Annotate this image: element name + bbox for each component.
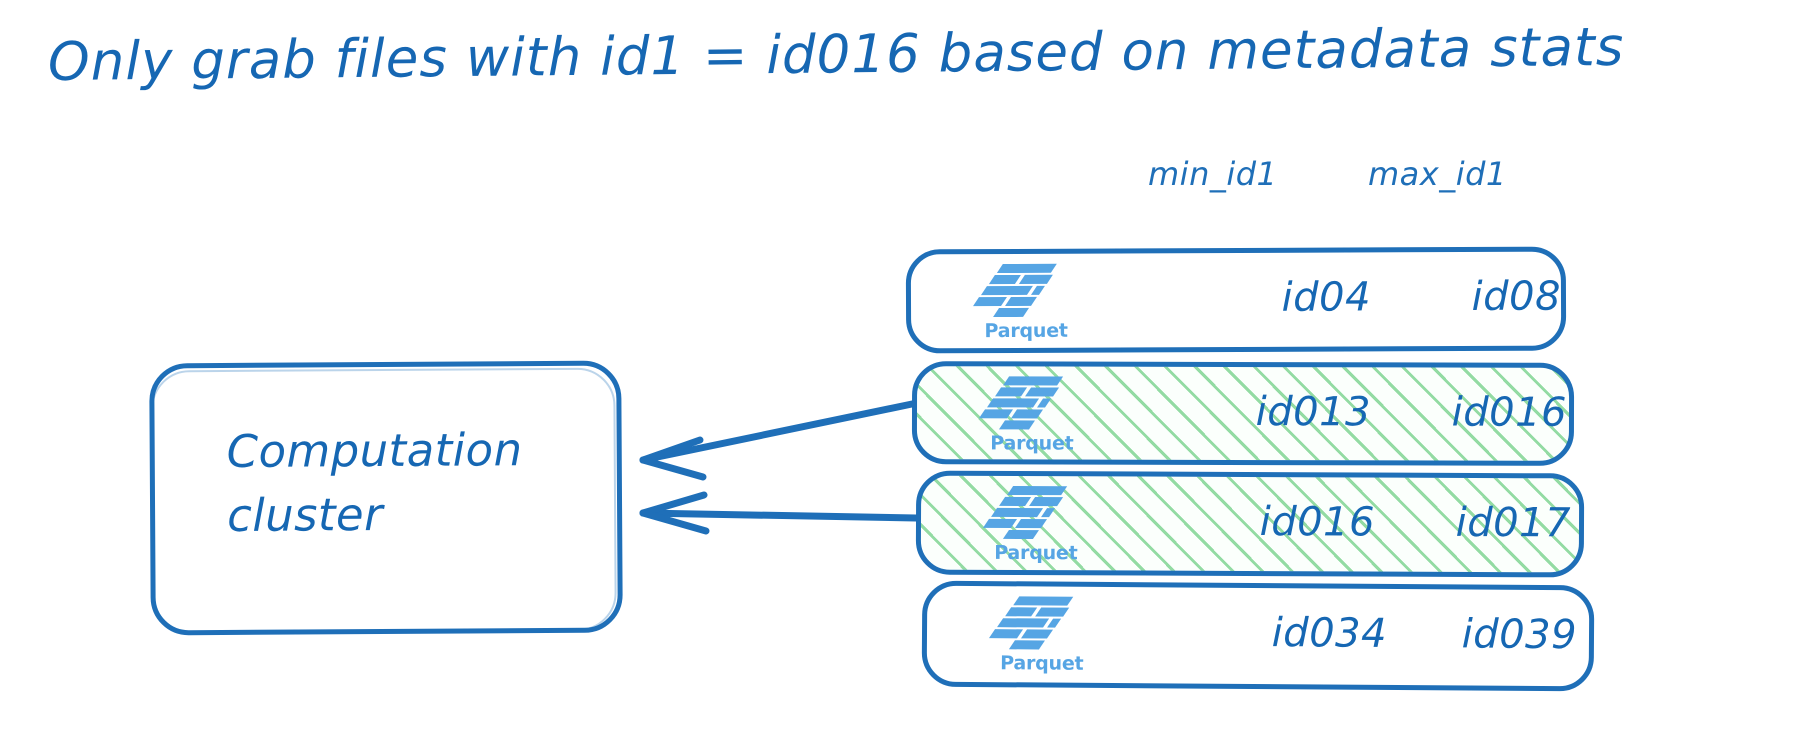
parquet-file-badge: Parquet xyxy=(973,484,1093,573)
parquet-file-badge: Parquet xyxy=(979,594,1100,683)
parquet-label: Parquet xyxy=(990,432,1074,455)
cell-max-id1: id016 xyxy=(1451,389,1568,436)
parquet-logo-icon xyxy=(978,376,1064,430)
parquet-logo-icon xyxy=(973,263,1057,318)
cell-min-id1: id016 xyxy=(1259,499,1376,546)
parquet-logo-icon xyxy=(988,596,1074,650)
column-header-min-id1: min_id1 xyxy=(1148,155,1278,193)
table-row[interactable]: Parquet id034 id039 xyxy=(921,580,1595,692)
table-row[interactable]: Parquet id04 id08 xyxy=(905,246,1567,354)
arrow-row-2-to-cluster xyxy=(639,400,916,481)
parquet-file-badge: Parquet xyxy=(969,374,1089,462)
column-header-max-id1: max_id1 xyxy=(1368,155,1507,193)
parquet-label: Parquet xyxy=(994,541,1078,565)
cell-max-id1: id08 xyxy=(1471,273,1562,320)
parquet-label: Parquet xyxy=(984,319,1068,343)
arrow-row-3-to-cluster xyxy=(639,491,920,535)
cell-min-id1: id034 xyxy=(1271,610,1388,657)
parquet-label: Parquet xyxy=(1000,652,1084,675)
cell-min-id1: id04 xyxy=(1281,274,1372,321)
table-row[interactable]: Parquet id013 id016 xyxy=(911,361,1575,466)
table-row[interactable]: Parquet id016 id017 xyxy=(915,470,1585,578)
parquet-logo-icon xyxy=(982,485,1068,540)
cell-min-id1: id013 xyxy=(1255,389,1372,436)
cell-max-id1: id017 xyxy=(1455,499,1572,547)
cell-max-id1: id039 xyxy=(1461,611,1578,659)
parquet-file-badge: Parquet xyxy=(963,262,1083,351)
